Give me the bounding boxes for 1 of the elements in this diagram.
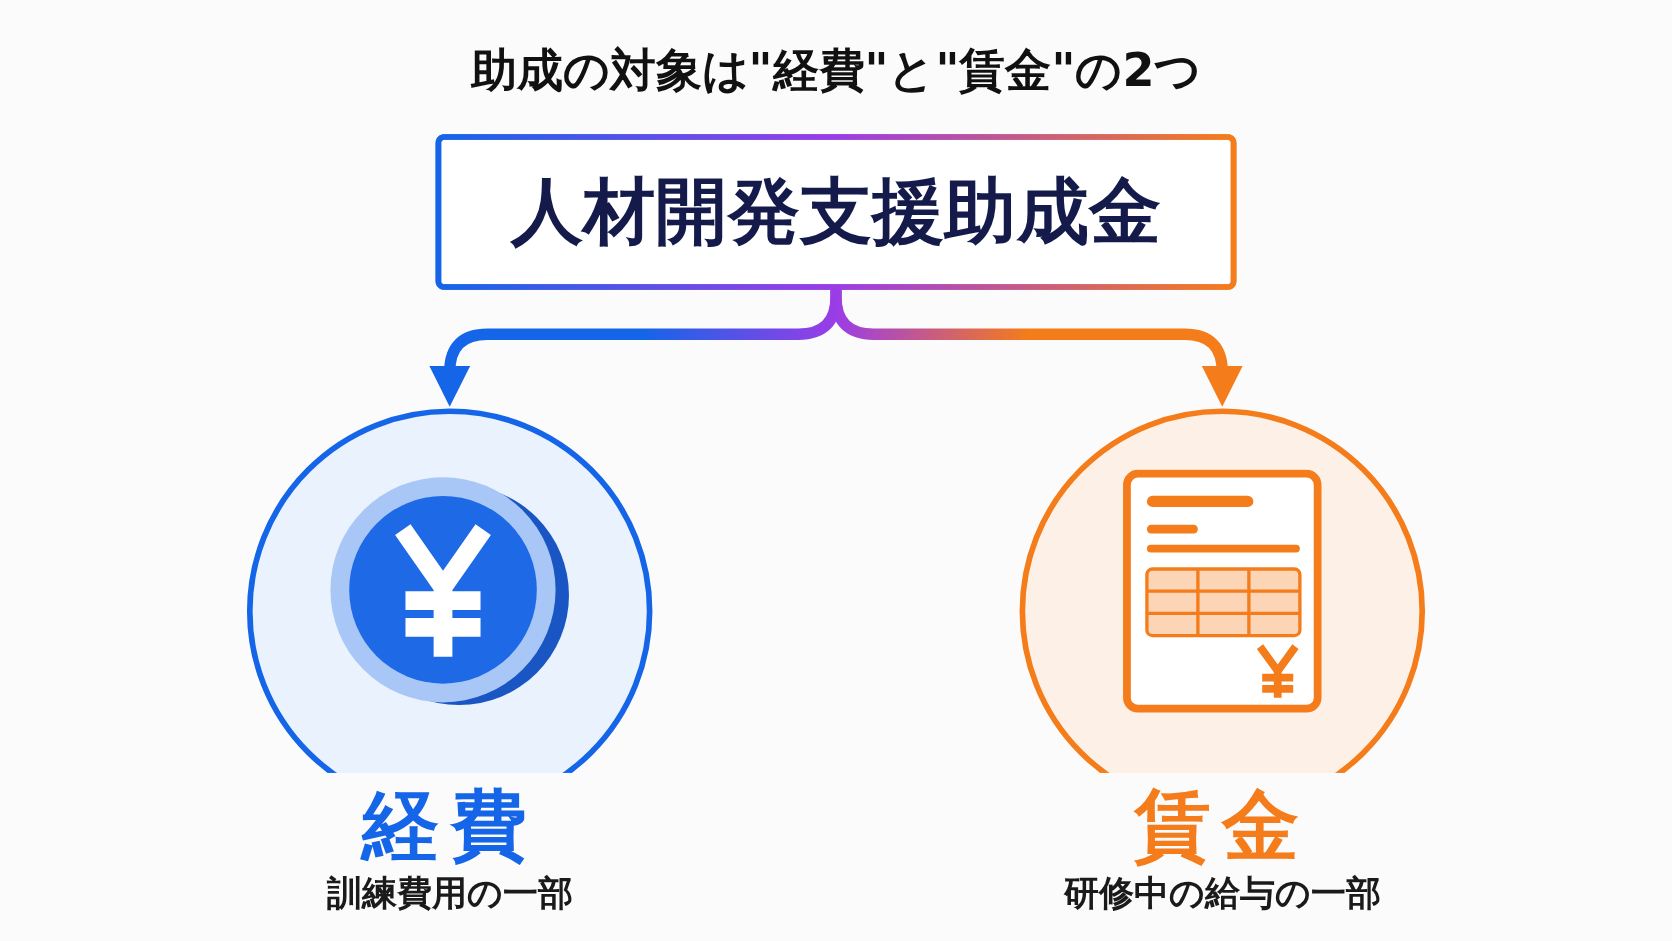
diagram-title: 助成の対象は"経費"と"賃金"の2つ (470, 42, 1202, 99)
